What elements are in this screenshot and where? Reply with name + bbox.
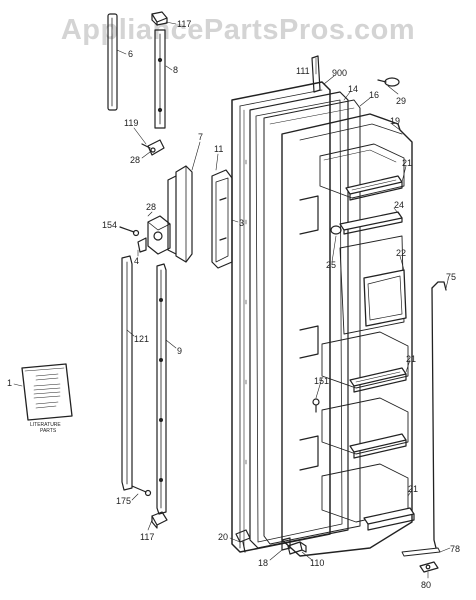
- callout-19: 19: [390, 116, 400, 126]
- part-151-screw[interactable]: [312, 398, 320, 413]
- part-75-rod[interactable]: [431, 281, 447, 549]
- callout-900: 900: [332, 68, 347, 78]
- callout-151: 151: [314, 376, 329, 386]
- callout-29: 29: [396, 96, 406, 106]
- callout-121: 121: [134, 334, 149, 344]
- callout-21-middle: 21: [406, 354, 416, 364]
- part-8-handle-bar[interactable]: [154, 29, 166, 129]
- callout-3: 3: [239, 218, 244, 228]
- callout-11: 11: [214, 144, 223, 154]
- part-7-door-handle[interactable]: [167, 165, 193, 263]
- callout-21-upper: 21: [402, 158, 412, 168]
- part-111-stop[interactable]: [311, 55, 321, 93]
- callout-80: 80: [421, 580, 431, 590]
- literature-caption-line-1: LITERATURE: [30, 422, 61, 428]
- part-80-clip[interactable]: [419, 561, 439, 573]
- literature-caption-line-2: PARTS: [40, 428, 57, 434]
- callout-9: 9: [177, 346, 182, 356]
- callout-24: 24: [394, 200, 404, 210]
- part-110-plug[interactable]: [287, 541, 307, 555]
- part-18-door-bottom[interactable]: [281, 537, 291, 551]
- part-14-door-gasket[interactable]: [249, 91, 349, 549]
- leader-lines: [13, 21, 451, 579]
- callout-21-lower: 21: [408, 484, 418, 494]
- part-117-end-cap-bottom[interactable]: [151, 511, 168, 529]
- part-4-pin[interactable]: [137, 237, 147, 253]
- part-175-screw[interactable]: [131, 485, 152, 497]
- part-20-hinge-pin[interactable]: [235, 529, 251, 553]
- part-21-shelf-rail-lower-a[interactable]: [349, 433, 407, 459]
- callout-28-lower: 28: [146, 202, 156, 212]
- callout-119: 119: [124, 118, 138, 128]
- callout-75: 75: [446, 272, 456, 282]
- callout-22: 22: [396, 248, 406, 258]
- part-22-door-panel[interactable]: [363, 269, 407, 327]
- part-21-shelf-rail-lower-b[interactable]: [363, 507, 415, 531]
- part-25-rail-cap[interactable]: [330, 225, 342, 235]
- callout-6: 6: [128, 49, 133, 59]
- part-21-shelf-rail-middle[interactable]: [349, 367, 407, 393]
- callout-78: 78: [450, 544, 460, 554]
- callout-117: 117: [177, 19, 191, 29]
- part-1-literature[interactable]: [21, 363, 73, 421]
- callout-labels: 6 117 8 119 28 7 11 3 154 28 4 121 9 1 1…: [7, 19, 460, 590]
- part-6-trim-strip[interactable]: [107, 13, 118, 111]
- callout-117-lower: 117: [140, 532, 154, 542]
- callout-18: 18: [258, 558, 268, 568]
- callout-110: 110: [310, 558, 324, 568]
- callout-154: 154: [102, 220, 117, 230]
- part-28-lower-hinge[interactable]: [147, 215, 171, 255]
- callout-8: 8: [173, 65, 178, 75]
- callout-25: 25: [326, 260, 336, 270]
- part-121-trim-strip[interactable]: [121, 255, 133, 491]
- callout-4: 4: [134, 256, 139, 266]
- callout-16: 16: [369, 90, 379, 100]
- callout-175: 175: [116, 496, 131, 506]
- callout-1: 1: [7, 378, 12, 388]
- part-78-rod-end[interactable]: [401, 547, 441, 557]
- part-29-cap[interactable]: [377, 77, 400, 87]
- part-19-door-liner[interactable]: [281, 113, 413, 557]
- part-16-gasket-inner[interactable]: [263, 99, 361, 545]
- part-117-end-cap-top[interactable]: [151, 11, 168, 26]
- callout-20: 20: [218, 532, 228, 542]
- part-28-handle-clip[interactable]: [141, 139, 165, 156]
- part-9-handle-bar[interactable]: [156, 263, 167, 515]
- callout-111: 111: [296, 66, 310, 76]
- callout-7: 7: [198, 132, 203, 142]
- door-outer-panel[interactable]: [231, 81, 331, 553]
- part-154-screw[interactable]: [119, 226, 140, 237]
- part-11-hinge-bracket[interactable]: [211, 169, 233, 269]
- callout-14: 14: [348, 84, 358, 94]
- part-24-rail-bar[interactable]: [339, 211, 403, 235]
- callout-28: 28: [130, 155, 140, 165]
